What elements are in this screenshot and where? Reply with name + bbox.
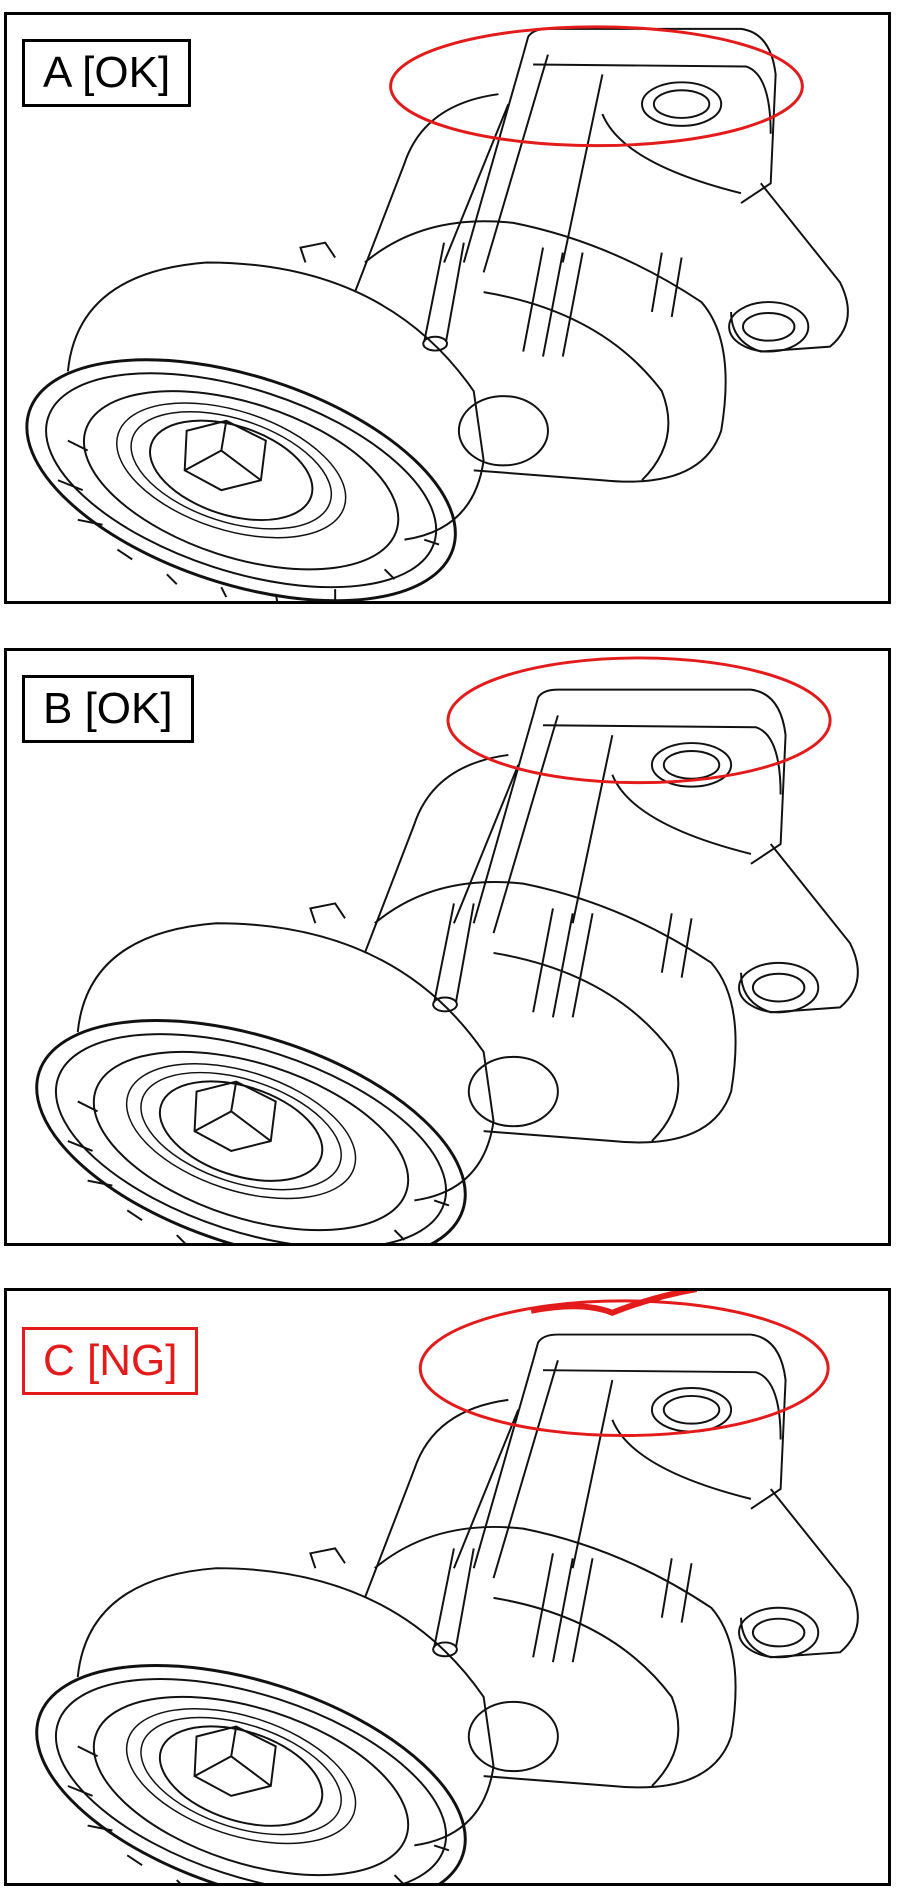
highlight-ellipse xyxy=(389,25,804,148)
tensioner-drawing xyxy=(7,656,860,1243)
highlight-ellipse xyxy=(446,656,832,785)
panel-c: C [NG] xyxy=(4,1288,891,1886)
defect-mark xyxy=(530,1291,697,1316)
panel-label: A [OK] xyxy=(22,39,192,107)
panel-label: B [OK] xyxy=(22,675,194,743)
panel-a: A [OK] xyxy=(4,12,891,604)
panel-label: C [NG] xyxy=(22,1327,199,1395)
tensioner-drawing xyxy=(7,25,850,601)
highlight-ellipse xyxy=(418,1299,830,1438)
tensioner-drawing xyxy=(7,1291,860,1883)
panel-b: B [OK] xyxy=(4,648,891,1246)
